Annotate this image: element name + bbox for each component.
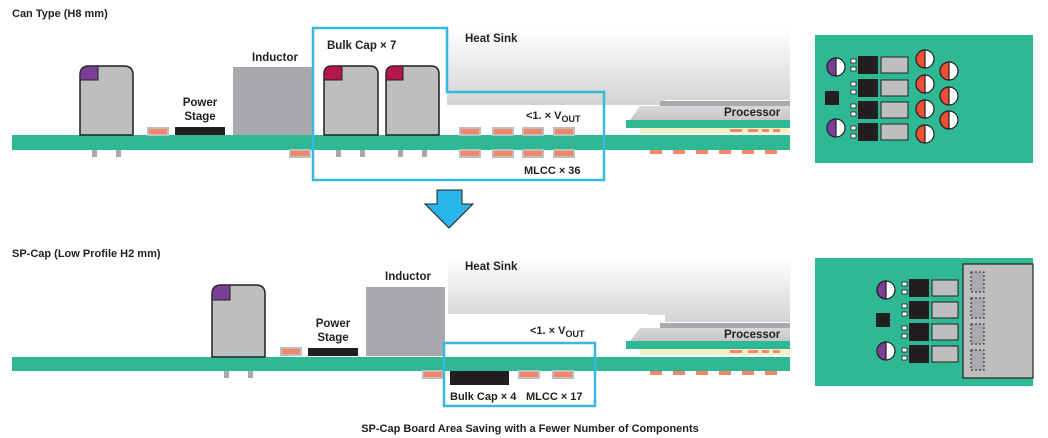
bottom-inductor bbox=[366, 287, 445, 356]
top-can-capacitor-left bbox=[79, 65, 134, 157]
top-section-title: Can Type (H8 mm) bbox=[12, 8, 108, 20]
bottom-processor-balls bbox=[730, 350, 780, 353]
bottom-bottom-mlcc bbox=[422, 370, 444, 379]
top-mlcc-array bbox=[459, 127, 575, 158]
bottom-mlcc-label: MLCC × 17 bbox=[526, 391, 583, 403]
top-inductor-label: Inductor bbox=[252, 52, 299, 64]
top-board-top-view bbox=[815, 35, 1033, 163]
bottom-interposer bbox=[640, 349, 790, 355]
top-heat-sink-label: Heat Sink bbox=[465, 33, 518, 45]
top-bulk-capacitor bbox=[323, 65, 379, 157]
bottom-processor-substrate bbox=[626, 341, 790, 349]
bottom-highlight-outline bbox=[442, 341, 597, 408]
bottom-processor bbox=[630, 328, 790, 341]
bottom-heat-sink-base bbox=[660, 323, 790, 328]
bottom-can-capacitor-left bbox=[211, 284, 266, 378]
bottom-small-mlcc bbox=[280, 347, 302, 356]
top-mlcc-label: MLCC × 36 bbox=[524, 165, 581, 177]
bottom-side-view: Heat Sink Processor Power Stage Inductor bbox=[12, 258, 790, 408]
top-bulk-capacitor bbox=[385, 65, 440, 157]
bottom-heat-sink-label: Heat Sink bbox=[465, 261, 518, 273]
top-inductor bbox=[233, 67, 312, 135]
bottom-pcb bbox=[12, 357, 790, 371]
top-side-view: Heat Sink Processor Power Stage Inductor bbox=[12, 26, 790, 182]
bottom-mlcc-array bbox=[518, 370, 574, 379]
bottom-section-title: SP-Cap (Low Profile H2 mm) bbox=[12, 248, 161, 260]
bottom-pcb-bottom-pads bbox=[650, 371, 777, 375]
bottom-processor-label: Processor bbox=[724, 329, 781, 341]
top-processor-label: Processor bbox=[724, 107, 781, 119]
top-interposer bbox=[640, 128, 790, 134]
arrow-down-icon bbox=[423, 189, 475, 229]
top-pcb-bottom-pads bbox=[650, 150, 777, 154]
bottom-inductor-label: Inductor bbox=[385, 271, 432, 283]
top-processor-balls bbox=[730, 129, 780, 132]
figure-caption: SP-Cap Board Area Saving with a Fewer Nu… bbox=[361, 423, 699, 435]
bottom-power-stage-label-1: Power bbox=[316, 318, 351, 330]
bottom-vout-label: <1. × VOUT bbox=[530, 325, 585, 339]
top-processor bbox=[630, 106, 790, 120]
top-bottom-mlcc bbox=[289, 149, 311, 158]
top-processor-substrate bbox=[626, 120, 790, 128]
top-power-stage bbox=[175, 127, 225, 135]
top-heat-sink bbox=[447, 28, 790, 105]
bottom-heat-sink bbox=[448, 258, 790, 322]
bottom-board-top-view bbox=[815, 258, 1034, 386]
top-power-stage-label-2: Stage bbox=[184, 111, 215, 123]
top-vout-label: <1. × VOUT bbox=[526, 110, 581, 124]
top-pcb bbox=[12, 135, 790, 150]
top-power-stage-label-1: Power bbox=[183, 97, 218, 109]
top-bulk-cap-label: Bulk Cap × 7 bbox=[327, 40, 396, 52]
bottom-sp-capacitor bbox=[450, 371, 509, 385]
bottom-bulk-cap-label: Bulk Cap × 4 bbox=[450, 391, 517, 403]
top-small-mlcc bbox=[147, 127, 169, 136]
bottom-power-stage bbox=[308, 348, 358, 356]
bottom-power-stage-label-2: Stage bbox=[317, 332, 348, 344]
top-heat-sink-base bbox=[660, 101, 790, 106]
top-highlight-outline bbox=[311, 26, 606, 182]
